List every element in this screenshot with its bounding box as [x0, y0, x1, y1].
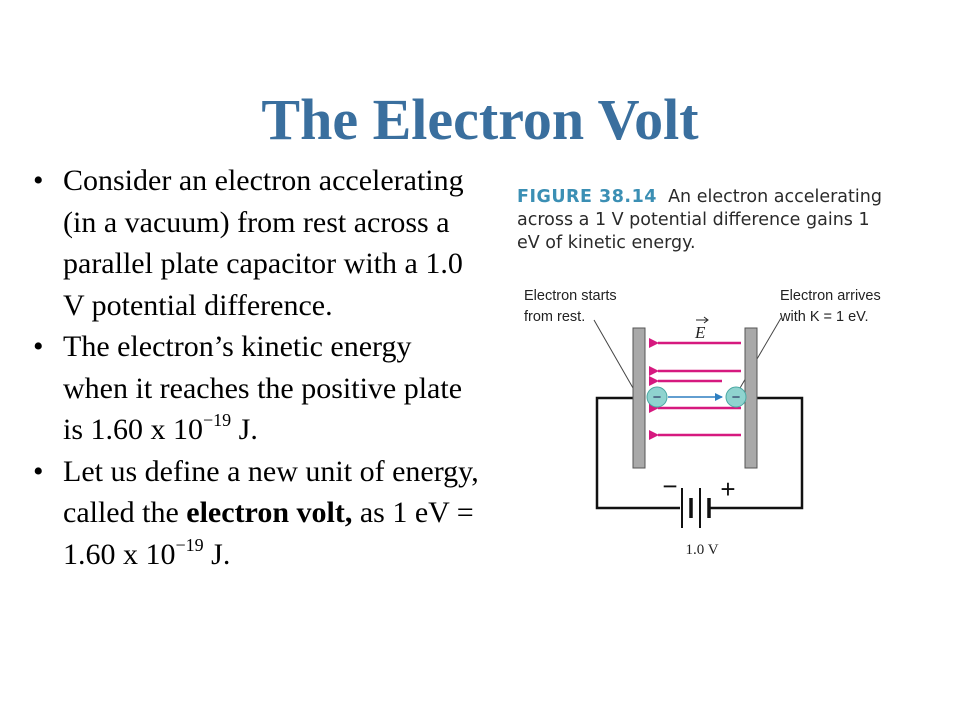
bullet-list: • Consider an electron accelerating (in … — [33, 160, 483, 575]
bullet-dot: • — [33, 164, 44, 197]
bullet-text: The electron’s kinetic energy when it re… — [63, 330, 463, 446]
circuit-wire-left — [595, 396, 680, 510]
battery-voltage-label: 1.0 V — [685, 542, 718, 558]
bullet-text-end: J. — [203, 537, 231, 571]
bullet-dot: • — [33, 330, 44, 363]
figure-number: FIGURE 38.14 — [517, 187, 657, 207]
capacitor-diagram: Electron starts from rest. Electron arri… — [524, 288, 881, 558]
circuit-wire-right — [718, 396, 804, 510]
electron-sign: − — [732, 389, 741, 406]
slide-title: The Electron Volt — [261, 87, 699, 152]
start-leader-line — [593, 319, 634, 389]
bullet-text-end: J. — [231, 413, 258, 446]
bullet-text: Let us define a new unit of energy, call… — [63, 454, 479, 530]
bullet-item: • Consider an electron accelerating (in … — [33, 160, 483, 326]
field-label: E — [694, 323, 706, 342]
figure-caption-text: An electron accelerating across a 1 V po… — [517, 187, 882, 253]
start-label-line2: from rest. — [524, 309, 585, 325]
bullet-dot: • — [33, 454, 44, 488]
bullet-item: • Let us define a new unit of energy, ca… — [33, 451, 483, 576]
plus-terminal: + — [720, 474, 735, 504]
exponent: −19 — [175, 534, 204, 555]
arrive-label-line1: Electron arrives — [780, 288, 881, 304]
electron-end — [725, 386, 747, 408]
bold-term: electron volt, — [186, 496, 353, 529]
exponent: −19 — [203, 410, 232, 430]
bullet-text: Consider an electron accelerating (in a … — [63, 164, 464, 322]
minus-terminal: − — [662, 471, 677, 501]
electron-start — [646, 386, 668, 408]
figure-caption: FIGURE 38.14 An electron accelerating ac… — [517, 186, 897, 255]
negative-plate — [632, 327, 646, 469]
bullet-text-mid: as 1 eV = 1.60 x 10 — [63, 496, 474, 571]
field-vector-head — [703, 316, 709, 324]
start-label-line1: Electron starts — [524, 288, 617, 304]
arrive-label-line2: with K = 1 eV. — [779, 309, 869, 325]
positive-plate — [744, 327, 758, 469]
bullet-item: • The electron’s kinetic energy when it … — [33, 326, 483, 451]
electron-sign: − — [653, 389, 662, 406]
